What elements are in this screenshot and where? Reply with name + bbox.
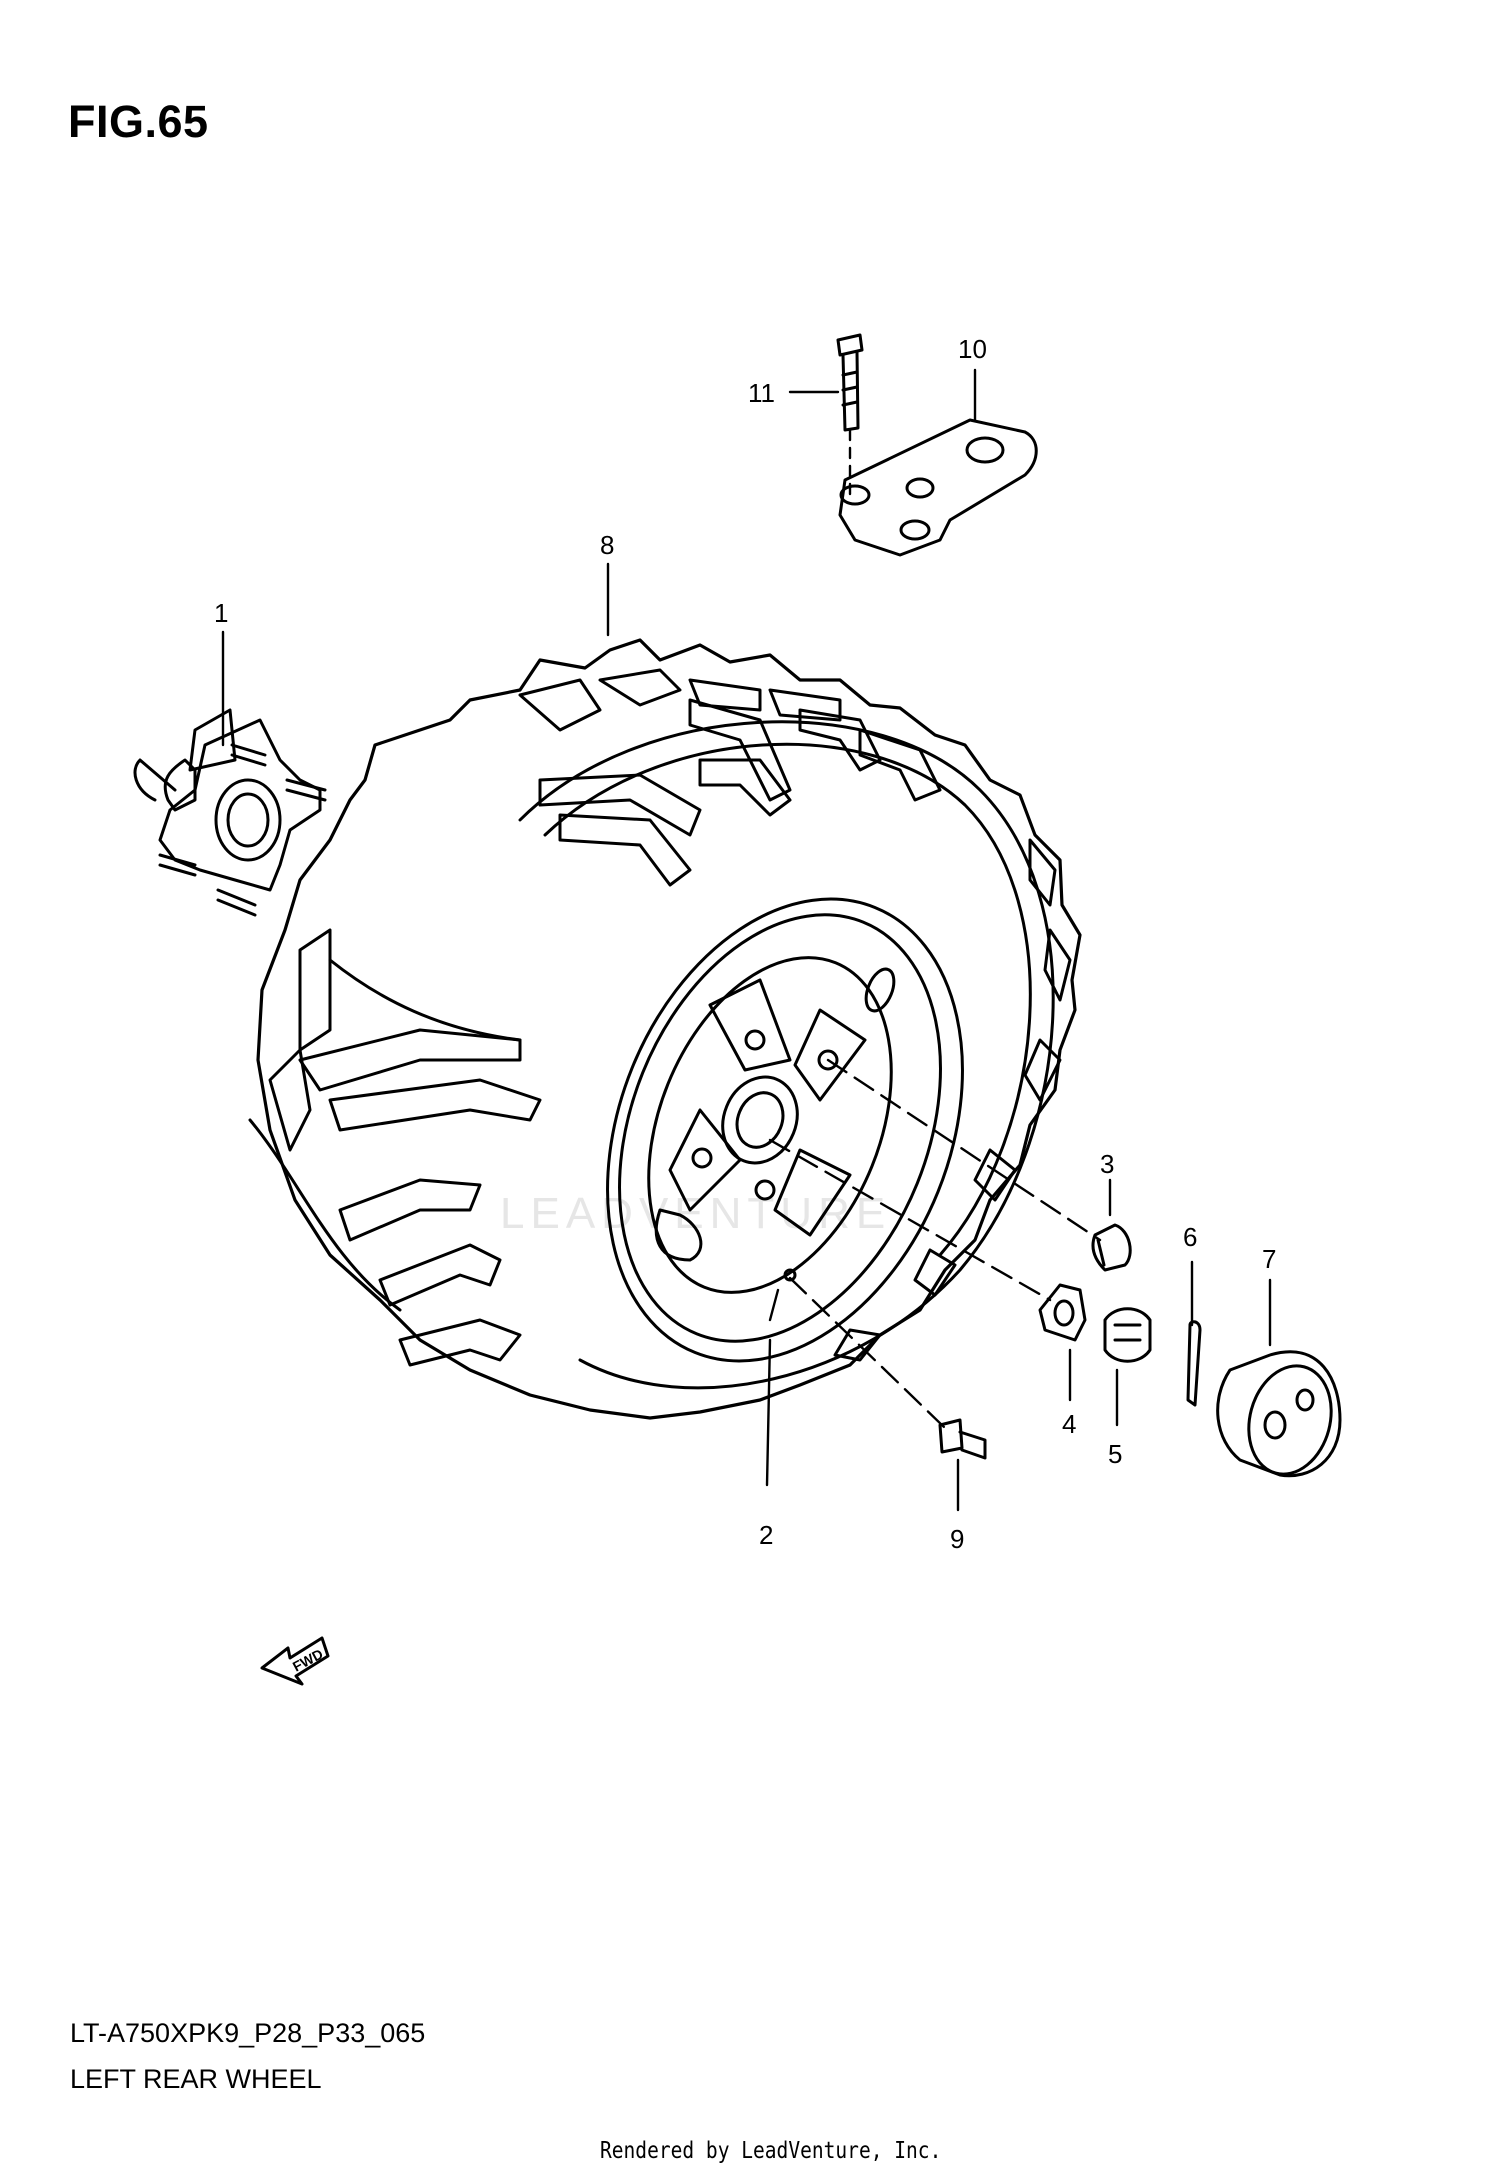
bolt-drawing	[836, 333, 864, 432]
callout-4: 4	[1062, 1409, 1076, 1439]
hub-cap-drawing	[1216, 1350, 1342, 1478]
bracket-drawing	[838, 418, 1038, 557]
callout-9: 9	[950, 1524, 964, 1554]
callout-6: 6	[1183, 1222, 1197, 1252]
wheel-nut-drawing	[1091, 1223, 1132, 1272]
callout-labels: 1 2 3 4 5 6 7 8 9 10 11	[214, 334, 1276, 1554]
castle-nut-drawing	[1103, 1307, 1152, 1363]
callout-10: 10	[958, 334, 987, 364]
figure-title: FIG.65	[68, 96, 209, 147]
fwd-arrow-icon: FWD	[260, 1636, 330, 1686]
tire-drawing	[248, 638, 1082, 1420]
render-credit: Rendered by LeadVenture, Inc.	[600, 2138, 942, 2164]
callout-3: 3	[1100, 1149, 1114, 1179]
callout-8: 8	[600, 530, 614, 560]
rim-drawing	[606, 897, 964, 1363]
callout-11: 11	[748, 378, 775, 408]
callout-1: 1	[214, 598, 228, 628]
callout-5: 5	[1108, 1439, 1122, 1469]
hub-drawing	[133, 708, 327, 917]
model-code: LT-A750XPK9_P28_P33_065	[70, 2018, 426, 2048]
watermark-text: LEADVENTURE	[500, 1189, 891, 1238]
valve-drawing	[938, 1418, 987, 1460]
cotter-pin-drawing	[1186, 1320, 1202, 1407]
callout-2: 2	[759, 1520, 773, 1550]
callout-7: 7	[1262, 1244, 1276, 1274]
section-name: LEFT REAR WHEEL	[70, 2064, 322, 2094]
leader-lines	[221, 368, 1272, 1512]
washer-drawing	[1038, 1283, 1087, 1342]
